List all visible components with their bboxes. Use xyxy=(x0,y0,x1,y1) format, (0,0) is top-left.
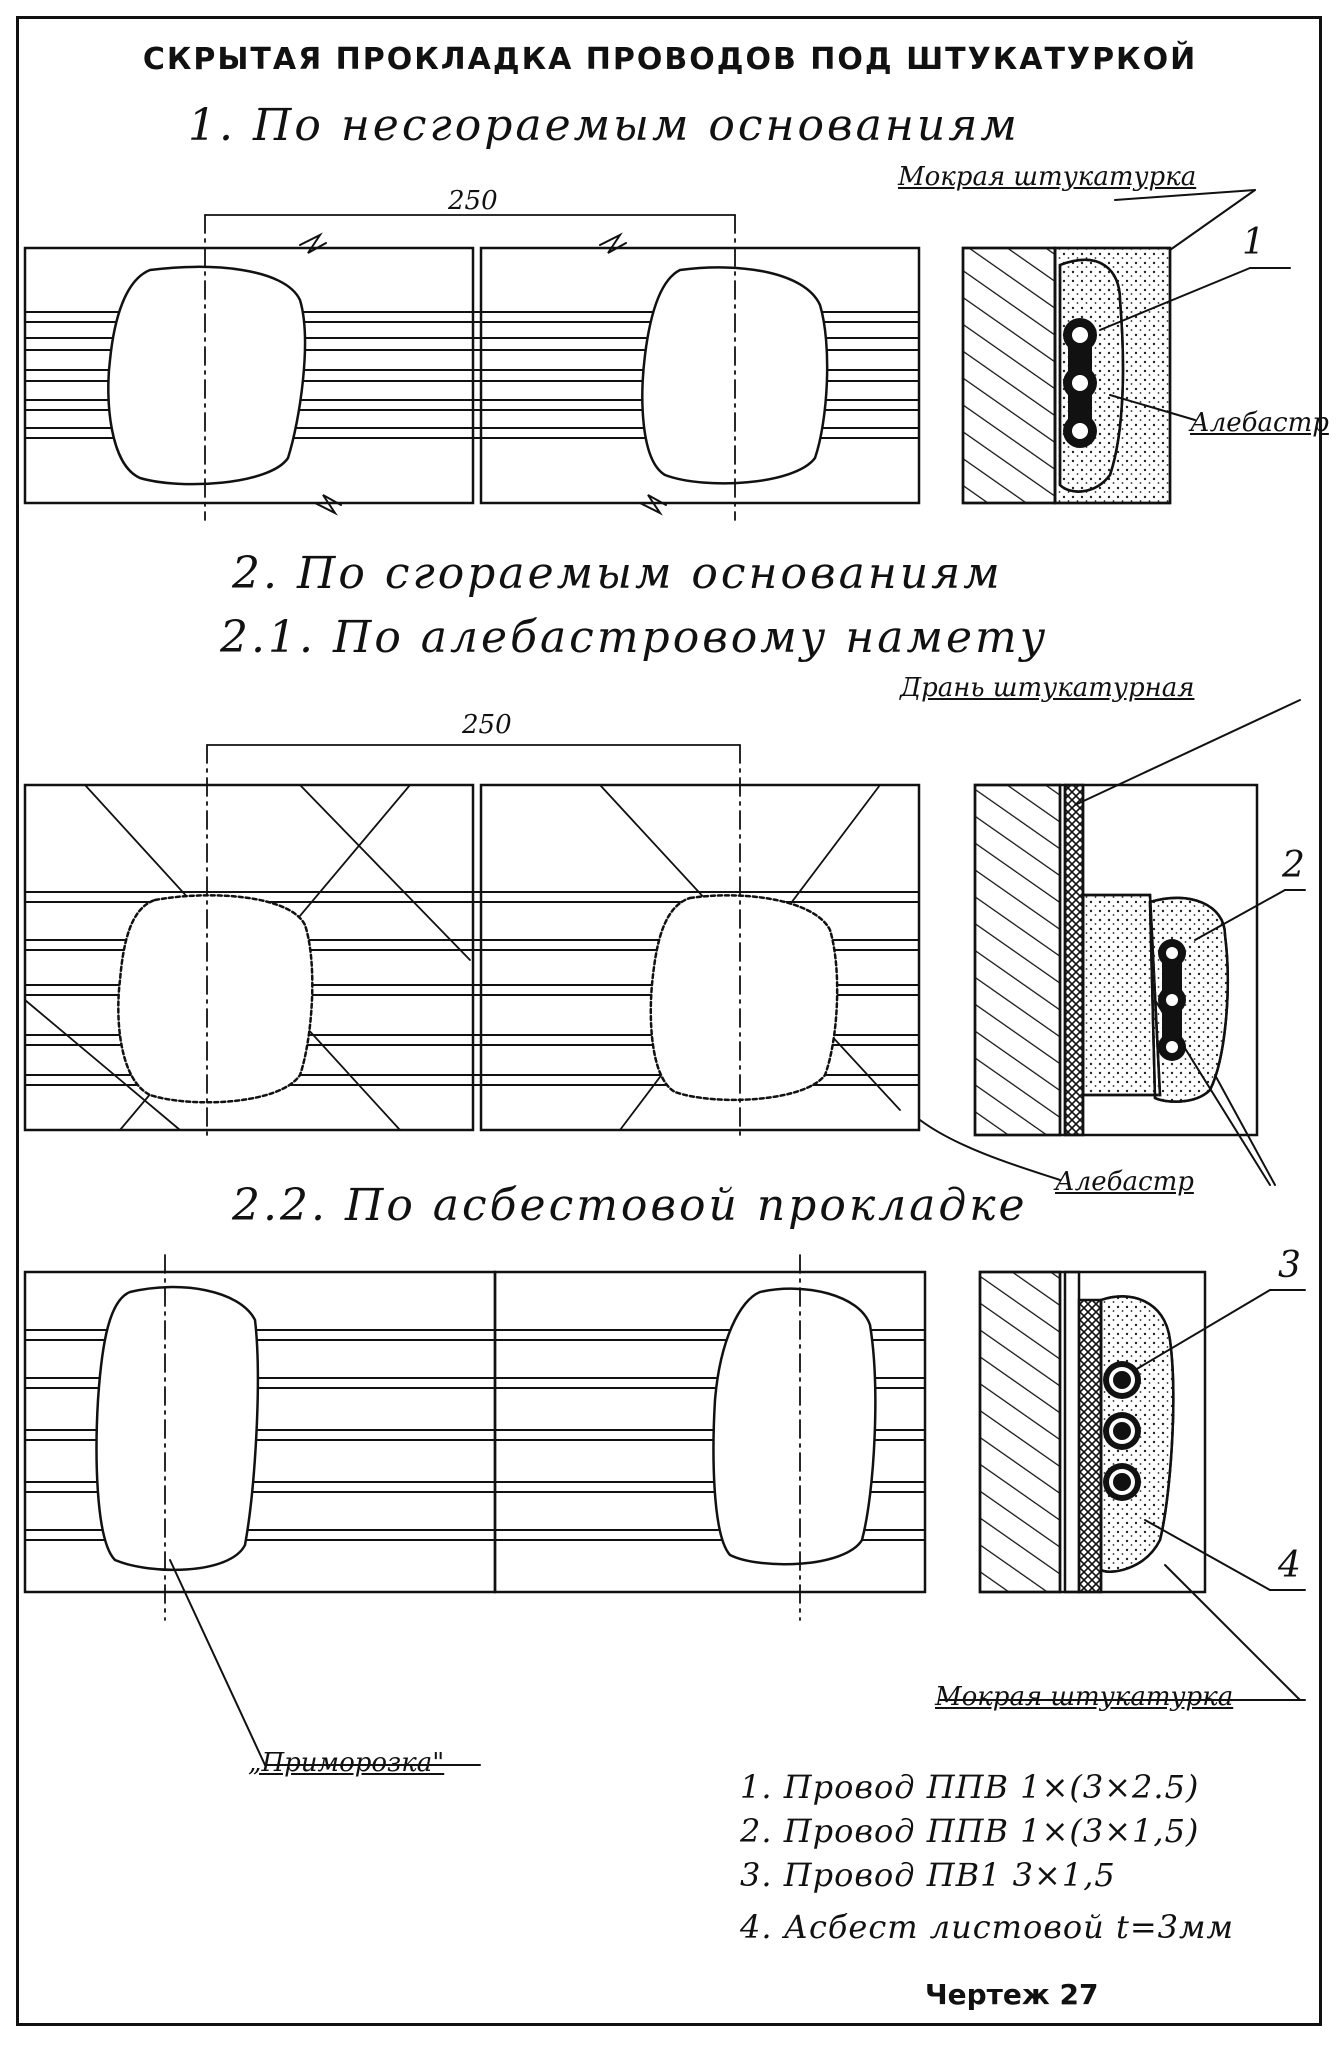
label-wet-plaster-bottom: Мокрая штукатурка xyxy=(935,1682,1234,1712)
label-wet-plaster-top: Мокрая штукатурка xyxy=(898,162,1197,192)
section1-heading: 1. По несгораемым основаниям xyxy=(188,100,1020,151)
label-lath: Дрань штукатурная xyxy=(900,673,1195,703)
legend-item-2: 2. Провод ППВ 1×(3×1,5) xyxy=(740,1812,1200,1850)
drawing-number: Чертеж 27 xyxy=(925,1978,1099,2011)
section21-cross-section xyxy=(973,699,1306,1186)
section22-heading: 2.2. По асбестовой прокладке xyxy=(232,1180,1028,1231)
label-alabaster-2: Алебастр xyxy=(1055,1167,1194,1197)
label-primorozka: „Приморозка" xyxy=(248,1748,445,1778)
legend-item-1: 1. Провод ППВ 1×(3×2.5) xyxy=(740,1768,1200,1806)
dimension-250-top: 250 xyxy=(448,186,498,216)
legend-item-4: 4. Асбест листовой t=3мм xyxy=(740,1908,1235,1946)
section1-cross-section xyxy=(961,189,1291,505)
callout-4: 4 xyxy=(1278,1545,1301,1586)
section21-front-view xyxy=(23,744,1061,1181)
drawing-frame xyxy=(16,16,1322,2026)
legend-item-3: 3. Провод ПВ1 3×1,5 xyxy=(740,1856,1116,1894)
section1-front-view xyxy=(23,214,921,521)
dimension-250-middle: 250 xyxy=(462,710,512,740)
drawing-title: СКРЫТАЯ ПРОКЛАДКА ПРОВОДОВ ПОД ШТУКАТУРК… xyxy=(142,42,1198,77)
section22-cross-section xyxy=(939,1270,1306,1701)
section2-heading: 2. По сгораемым основаниям xyxy=(232,548,1003,599)
label-alabaster-1: Алебастр xyxy=(1190,408,1329,438)
callout-3: 3 xyxy=(1278,1245,1301,1286)
section22-front-view xyxy=(23,1254,927,1766)
section21-heading: 2.1. По алебастровому намету xyxy=(220,612,1049,663)
callout-1: 1 xyxy=(1242,222,1265,263)
callout-2: 2 xyxy=(1282,845,1305,886)
